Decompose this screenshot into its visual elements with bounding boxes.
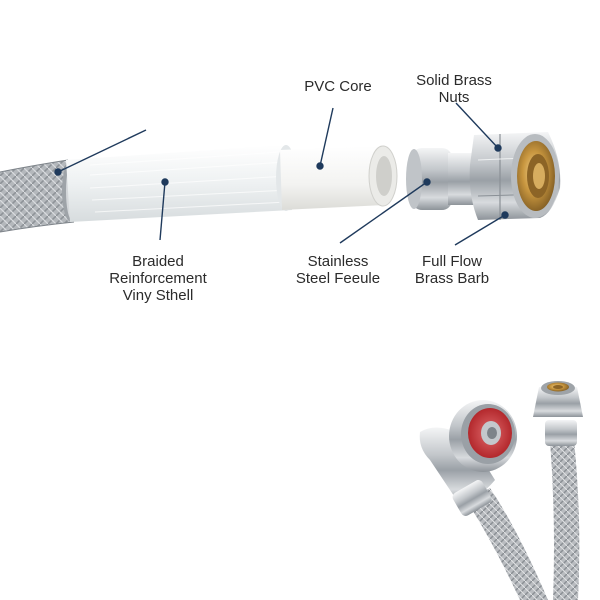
label-line: Steel Feeule: [295, 270, 381, 287]
pvc-core: [280, 146, 384, 210]
label-line: PVC Core: [304, 78, 372, 95]
label-line: Solid Brass: [416, 72, 492, 89]
label-line: Nuts: [438, 89, 470, 106]
label-line: Full Flow: [421, 253, 482, 270]
washing-machine-hoses: [419, 381, 583, 600]
label-line: Viny Sthell: [122, 287, 194, 304]
straight-braided-hose: [550, 440, 580, 600]
label-braided-reinforcement: Braided Reinforcement Viny Sthell: [97, 253, 219, 304]
label-pvc-core: PVC Core: [296, 78, 380, 95]
label-full-flow-barb: Full Flow Brass Barb: [404, 253, 500, 287]
label-stainless-ferrule: Stainless Steel Feeule: [286, 253, 390, 287]
compression-nut: [533, 387, 583, 417]
vinyl-shell: [66, 145, 294, 222]
braided-section: [0, 160, 74, 232]
leader-lines: [54, 102, 509, 246]
label-line: Reinforcement: [109, 270, 207, 287]
label-line: Braided: [132, 253, 184, 270]
elbow-braided-hose: [466, 488, 548, 600]
label-solid-brass-nuts: Solid Brass Nuts: [408, 72, 500, 106]
label-line: Stainless: [307, 253, 369, 270]
hose-cutaway: [0, 132, 561, 233]
chrome-fitting: [406, 132, 561, 220]
label-line: Brass Barb: [414, 270, 490, 287]
